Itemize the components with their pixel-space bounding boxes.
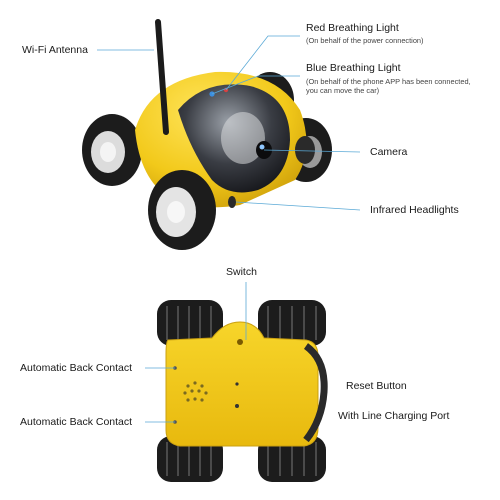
callout-lines	[97, 35, 361, 423]
wheel-back-left	[82, 114, 142, 186]
label-infrared-headlights: Infrared Headlights	[370, 204, 459, 216]
label-wifi-antenna: Wi-Fi Antenna	[22, 44, 88, 56]
label-switch: Switch	[226, 266, 257, 278]
reset-hole	[235, 382, 239, 386]
label-automatic-back-contact-upper: Automatic Back Contact	[20, 362, 133, 374]
antenna	[155, 19, 169, 135]
label-automatic-back-contact-lower: Automatic Back Contact	[20, 416, 133, 428]
label-charging-port: With Line Charging Port	[338, 410, 450, 422]
label-blue-breathing-light: Blue Breathing Light	[306, 62, 401, 74]
note-red-breathing-light: (On behalf of the power connection)	[306, 36, 424, 45]
chassis	[165, 321, 319, 447]
wheel-front-left	[148, 170, 216, 250]
line-blue-light	[211, 75, 300, 95]
top-car	[82, 19, 332, 250]
line-camera	[263, 149, 361, 153]
speaker-grille	[183, 381, 208, 402]
label-reset-button: Reset Button	[346, 380, 407, 392]
bottom-car	[157, 300, 328, 482]
line-infrared	[235, 201, 361, 211]
charging-hole	[235, 404, 239, 408]
side-bumper	[303, 343, 328, 443]
label-camera: Camera	[370, 146, 408, 158]
infrared-headlight	[228, 196, 236, 208]
switch-knob	[237, 339, 243, 345]
note-blue-breathing-light-1: (On behalf of the phone APP has been con…	[306, 77, 471, 86]
note-blue-breathing-light-2: you can move the car)	[306, 86, 380, 95]
line-red-light	[225, 35, 300, 91]
label-red-breathing-light: Red Breathing Light	[306, 22, 399, 34]
